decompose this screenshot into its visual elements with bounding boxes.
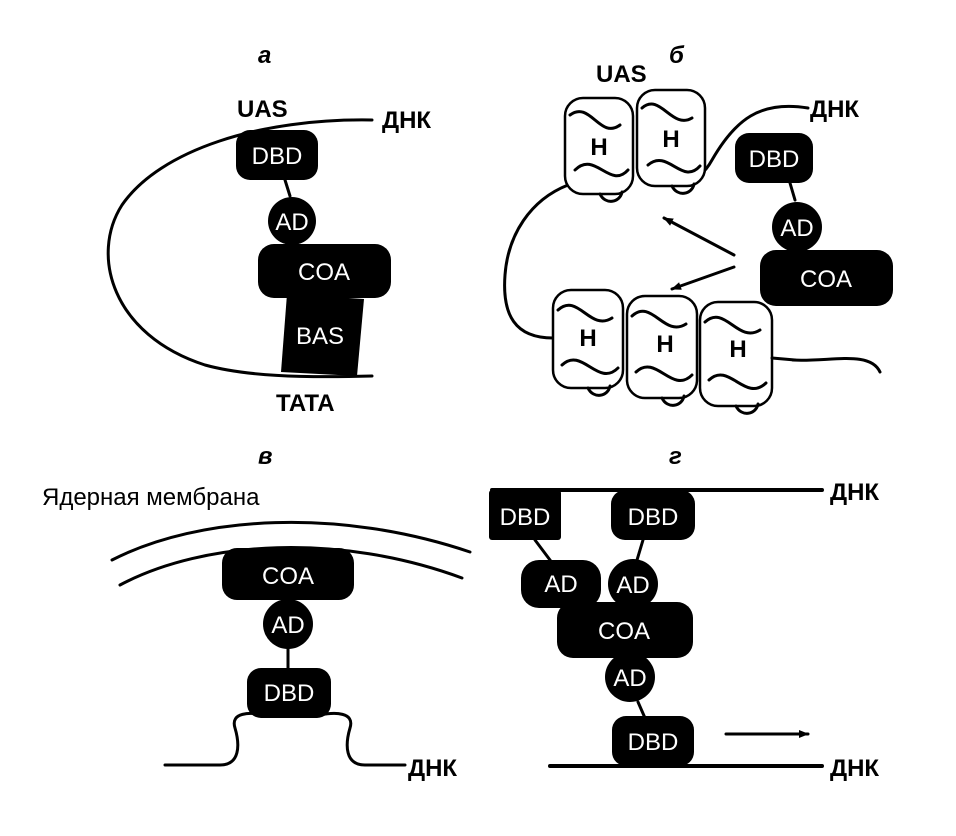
panel-g-dbd-center-link bbox=[635, 538, 645, 562]
panel-b-nucleosome-5: H bbox=[698, 300, 774, 415]
panel-v: в Ядерная мембрана COA AD DBD ДНК bbox=[42, 443, 472, 782]
panel-g-ad-left-box bbox=[521, 560, 601, 608]
panel-a-ad-label: AD bbox=[275, 209, 308, 236]
panel-a-dbd-label: DBD bbox=[252, 143, 303, 170]
panel-a-ad-circle bbox=[268, 197, 316, 245]
panel-b-coa-label: COA bbox=[800, 266, 852, 293]
panel-v-coa-box bbox=[222, 548, 354, 600]
panel-v-dna-strand bbox=[163, 712, 407, 767]
panel-g-dna-bottom-label: ДНК bbox=[830, 755, 879, 782]
panel-a-tata-label: TATA bbox=[276, 390, 335, 417]
panel-g-ad-upper-circle bbox=[608, 559, 658, 609]
panel-b-nucleosome-2-label: H bbox=[662, 126, 679, 153]
panel-a-letter: а bbox=[258, 42, 271, 69]
panel-g-ad-dbd-link bbox=[636, 700, 647, 720]
panel-b-dbd-label: DBD bbox=[749, 146, 800, 173]
panel-v-dbd-label: DBD bbox=[264, 680, 315, 707]
panel-g-ad-upper-label: AD bbox=[616, 572, 649, 599]
panel-a-bas-box bbox=[281, 294, 364, 376]
panel-b-nucleosome-3-label: H bbox=[579, 325, 596, 352]
panel-g-dbd-bottom-label: DBD bbox=[628, 729, 679, 756]
panel-b-letter: б bbox=[669, 42, 685, 69]
panel-g-coa-label: COA bbox=[598, 618, 650, 645]
panel-g-ad-lower-circle bbox=[605, 652, 655, 702]
panel-g-coa-box bbox=[557, 602, 693, 658]
panel-b-nucleosome-5-label: H bbox=[729, 336, 746, 363]
panel-b-arrow-up bbox=[662, 216, 736, 257]
panel-v-ad-label: AD bbox=[271, 612, 304, 639]
panel-b: б UAS ДНК H H H H bbox=[503, 42, 893, 415]
panel-g-dbd-center-label: DBD bbox=[628, 504, 679, 531]
panel-b-nucleosome-1-label: H bbox=[590, 134, 607, 161]
panel-b-nucleosome-4-label: H bbox=[656, 331, 673, 358]
panel-v-membrane-outer bbox=[110, 520, 472, 562]
panel-a-coa-box bbox=[258, 244, 391, 298]
panel-v-membrane-inner bbox=[118, 546, 464, 587]
panel-b-dna-label: ДНК bbox=[810, 96, 859, 123]
panel-b-nucleosome-2: H bbox=[635, 88, 707, 195]
panel-g-dna-top-label: ДНК bbox=[830, 479, 879, 506]
panel-v-dbd-box bbox=[247, 668, 331, 718]
panel-a-coa-label: COA bbox=[298, 259, 350, 286]
panel-b-arrow-down bbox=[670, 265, 736, 291]
panel-b-dbd-ad-link bbox=[788, 181, 797, 202]
panel-v-ad-circle bbox=[263, 599, 313, 649]
panel-v-letter: в bbox=[258, 443, 273, 470]
panel-b-nucleosome-4: H bbox=[625, 294, 699, 407]
panel-g-ad-lower-label: AD bbox=[613, 665, 646, 692]
panel-b-ad-circle bbox=[772, 202, 822, 252]
panel-b-ad-label: AD bbox=[780, 215, 813, 242]
panel-v-dna-label: ДНК bbox=[408, 755, 457, 782]
panel-b-dbd-box bbox=[735, 133, 813, 183]
panel-g-ad-left-label: AD bbox=[544, 571, 577, 598]
panel-g-letter: г bbox=[669, 443, 682, 470]
panel-a: а UAS ДНК DBD AD COA BAS TATA bbox=[106, 42, 431, 417]
panel-a-dna-strand bbox=[106, 118, 374, 379]
panel-a-dbd-ad-link bbox=[283, 178, 292, 198]
panel-v-coa-label: COA bbox=[262, 563, 314, 590]
panel-g-dbd-center-box bbox=[611, 490, 695, 540]
panel-a-dna-label: ДНК bbox=[382, 107, 431, 134]
panel-g-dbd-bottom-box bbox=[612, 716, 694, 766]
panel-a-bas-label: BAS bbox=[296, 323, 344, 350]
panel-a-dbd-box bbox=[236, 130, 318, 180]
panel-b-coa-box bbox=[760, 250, 893, 306]
panel-a-uas-label: UAS bbox=[237, 96, 288, 123]
panel-g: г ДНК DBD DBD AD AD COA AD DBD ДНК bbox=[489, 443, 879, 782]
panel-g-dbd-left-box bbox=[489, 490, 561, 540]
panel-b-nucleosome-3: H bbox=[551, 288, 625, 397]
panel-b-uas-label: UAS bbox=[596, 61, 647, 88]
panel-g-dbd-left-label: DBD bbox=[500, 504, 551, 531]
panel-b-nucleosome-1: H bbox=[563, 96, 635, 203]
panel-v-membrane-label: Ядерная мембрана bbox=[42, 484, 260, 511]
